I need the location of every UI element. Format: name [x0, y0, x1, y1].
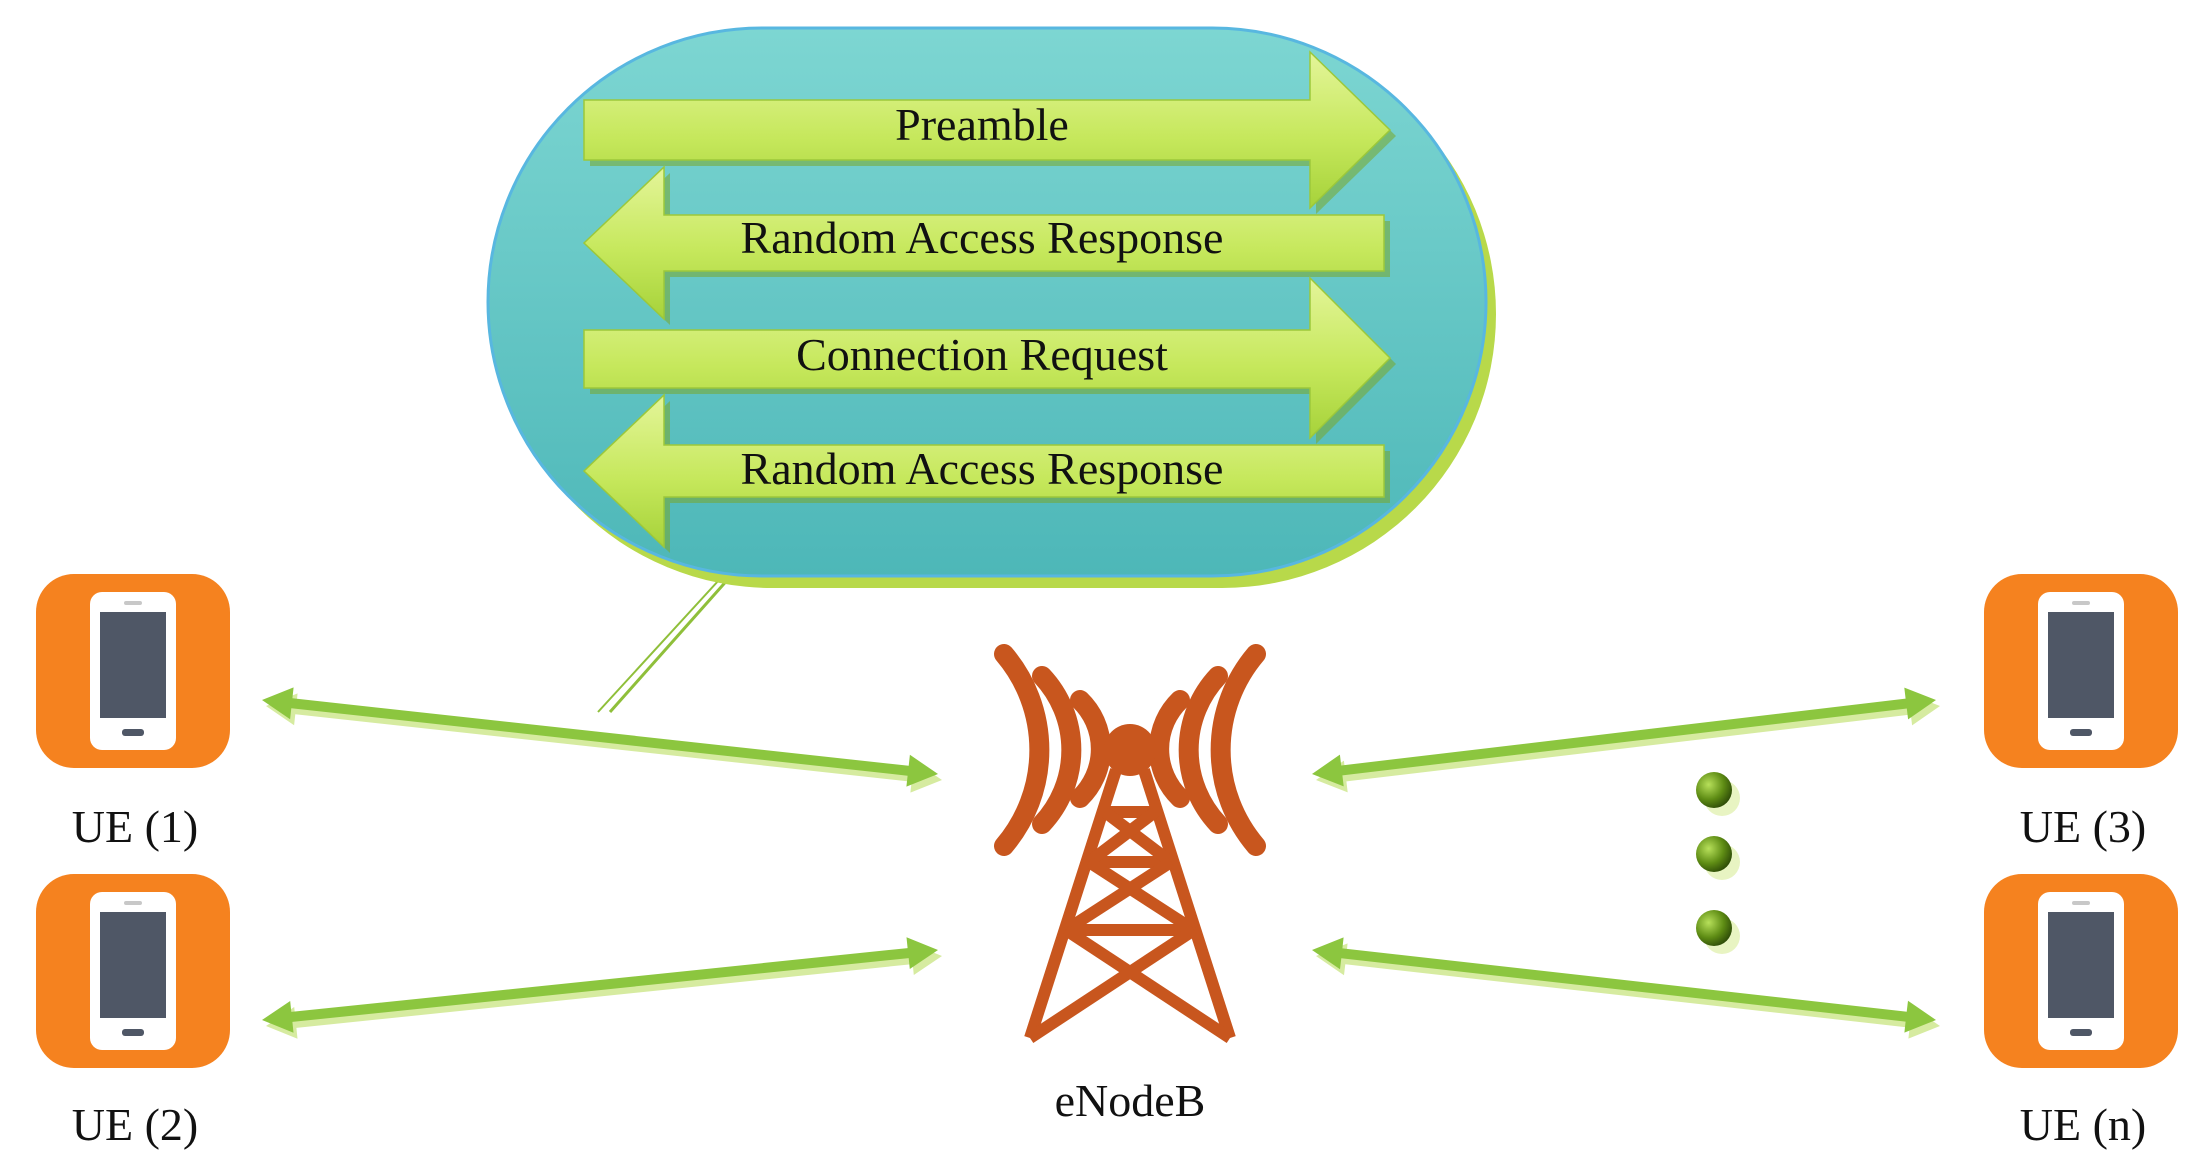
- message-arrow-2: Random Access Response: [582, 165, 1390, 325]
- message-label: Connection Request: [796, 329, 1168, 380]
- ue3-label: UE (3): [2019, 801, 2147, 852]
- message-arrow-4: Random Access Response: [582, 393, 1390, 553]
- cell-tower-icon: [994, 644, 1266, 1044]
- phone-icon-ue2: [36, 874, 230, 1068]
- link-arrow-shape: [1316, 693, 1940, 793]
- link-arrow-shape: [1312, 687, 1936, 787]
- enodeb-label: eNodeB: [1054, 1075, 1206, 1126]
- link-ue1-enodeb: [262, 687, 942, 793]
- message-label: Preamble: [895, 99, 1069, 150]
- link-arrow-shape: [266, 943, 942, 1039]
- message-arrow-3: Connection Request: [583, 276, 1396, 444]
- ue2-label: UE (2): [71, 1099, 199, 1150]
- link-arrow-shape: [1316, 943, 1940, 1039]
- link-arrow-shape: [1312, 937, 1936, 1033]
- link-ue3-enodeb: [1312, 687, 1940, 793]
- link-uen-enodeb: [1312, 937, 1940, 1039]
- uen-label: UE (n): [2019, 1099, 2147, 1150]
- link-arrow-shape: [262, 937, 938, 1033]
- link-arrow-shape: [266, 693, 942, 793]
- phone-icon-uen: [1984, 874, 2178, 1068]
- ue1-label: UE (1): [71, 801, 199, 852]
- phone-icon-ue1: [36, 574, 230, 768]
- message-label: Random Access Response: [741, 212, 1224, 263]
- link-ue2-enodeb: [262, 937, 942, 1039]
- link-arrow-shape: [262, 687, 938, 787]
- ellipsis-dots: [1696, 772, 1740, 954]
- message-label: Random Access Response: [741, 443, 1224, 494]
- phone-icon-ue3: [1984, 574, 2178, 768]
- message-arrow-1: Preamble: [583, 50, 1396, 214]
